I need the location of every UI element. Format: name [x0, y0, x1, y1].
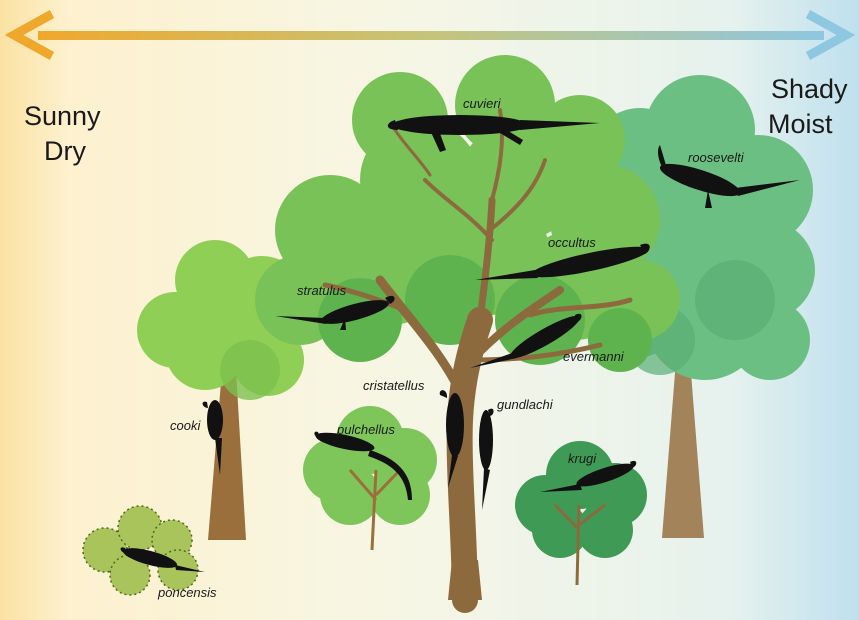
species-label-roosevelti: roosevelti: [688, 150, 744, 165]
species-label-evermanni: evermanni: [563, 349, 624, 364]
species-label-cristatellus: cristatellus: [363, 378, 424, 393]
species-label-gundlachi: gundlachi: [497, 397, 553, 412]
species-label-occultus: occultus: [548, 235, 596, 250]
moist-label: Moist: [768, 108, 833, 141]
species-label-cooki: cooki: [170, 418, 200, 433]
central-trunk-base: [448, 560, 482, 600]
shady-label: Shady: [771, 73, 848, 106]
species-label-cuvieri: cuvieri: [463, 96, 501, 111]
species-label-krugi: krugi: [568, 451, 596, 466]
species-label-pulchellus: pulchellus: [337, 422, 395, 437]
species-label-poncensis: poncensis: [158, 585, 217, 600]
dry-label: Dry: [44, 135, 86, 168]
species-label-stratulus: stratulus: [297, 283, 346, 298]
sunny-label: Sunny: [24, 100, 101, 133]
